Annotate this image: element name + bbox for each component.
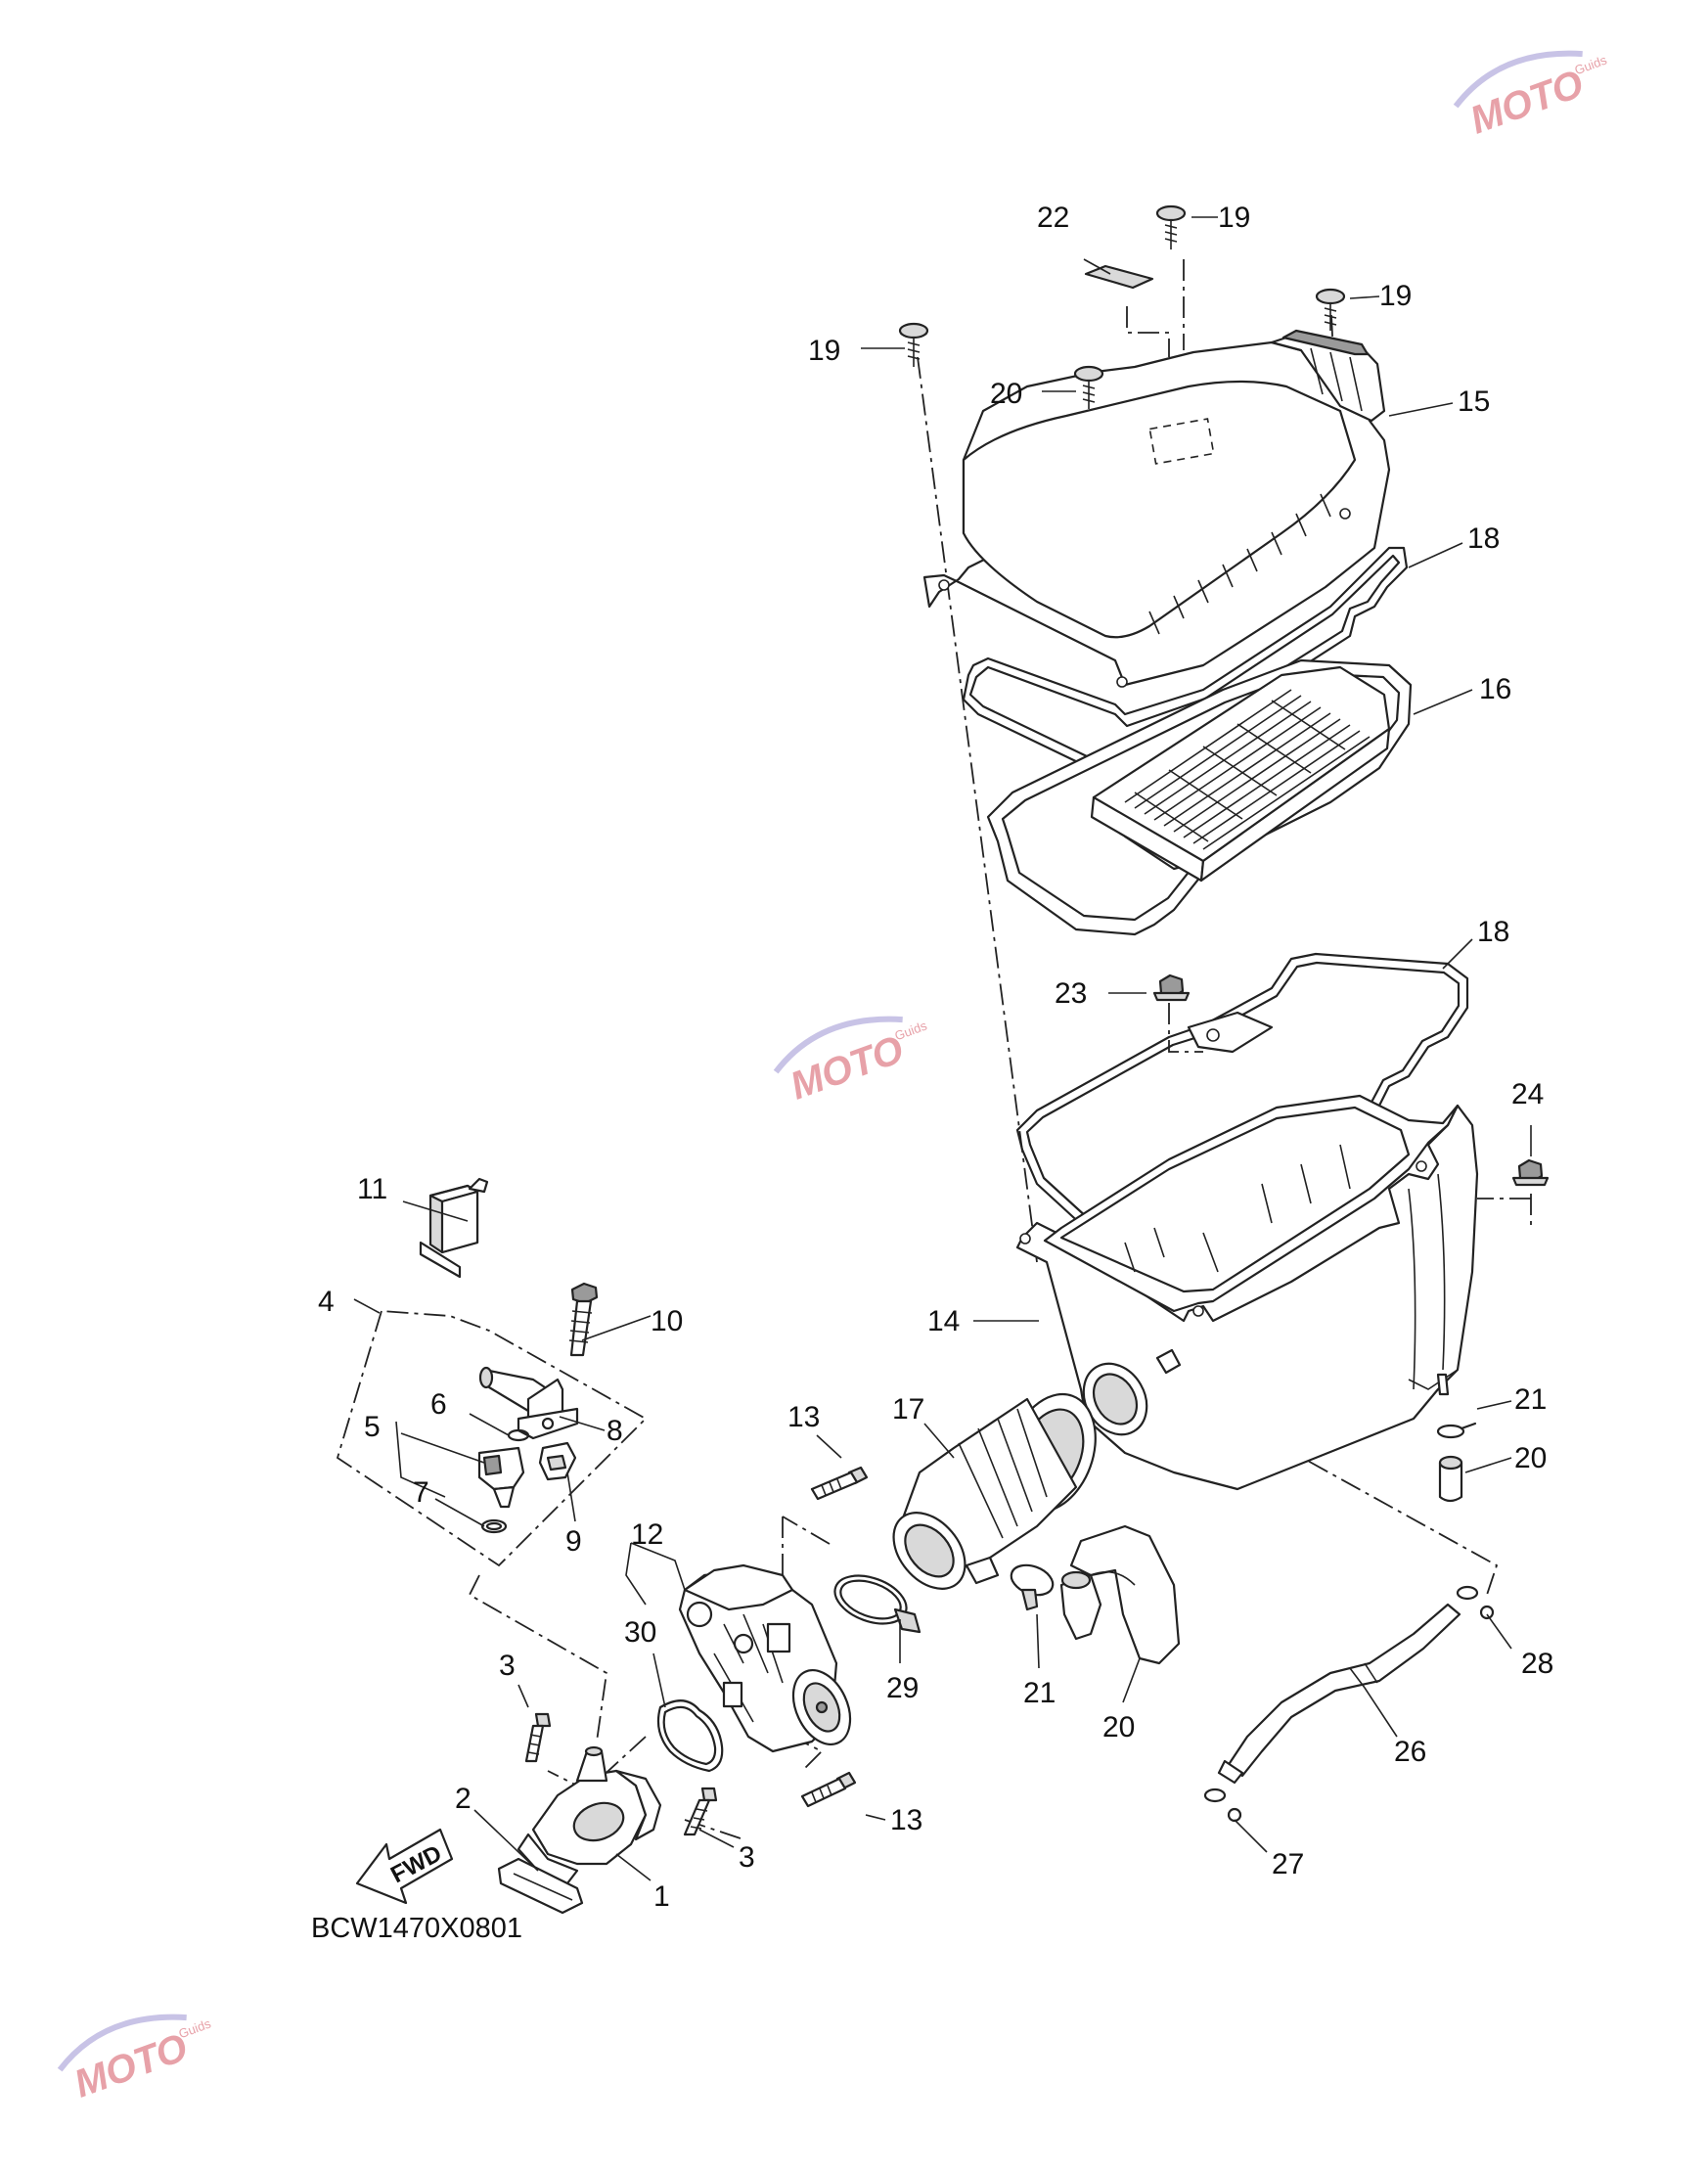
- callout-15: 15: [1458, 385, 1490, 418]
- callout-1: 1: [653, 1880, 670, 1913]
- callout-21: 21: [1514, 1383, 1547, 1416]
- callout-3: 3: [739, 1841, 755, 1874]
- callout-19: 20: [990, 378, 1022, 410]
- watermark-logo-top-right: MOTO Guids: [1453, 50, 1609, 143]
- drain-hose-26: [1217, 1603, 1461, 1785]
- callout-22: 20: [1102, 1711, 1135, 1743]
- forward-direction-arrow: FWD: [355, 1828, 454, 1905]
- callout-11: 11: [357, 1173, 387, 1205]
- callout-12: 12: [631, 1518, 663, 1551]
- callout-23: 21: [1023, 1677, 1056, 1709]
- callout-6: 6: [430, 1388, 447, 1421]
- screw-19-c: [1155, 204, 1187, 249]
- callout-29: 29: [886, 1672, 919, 1704]
- callout-19: 19: [1218, 202, 1250, 234]
- air-cleaner-cover: [922, 329, 1391, 688]
- watermark-logo-text: MOTO: [68, 2025, 193, 2105]
- callout-7: 7: [413, 1476, 429, 1509]
- hose-clip-27: [1203, 1788, 1242, 1823]
- screw-13-upper: [810, 1466, 869, 1501]
- air-box-case: [1015, 1094, 1479, 1491]
- callout-16: 16: [1479, 673, 1511, 705]
- o-ring-7: [480, 1518, 508, 1534]
- injector-assy-group-4: [336, 1310, 648, 1567]
- callout-26: 26: [1394, 1736, 1426, 1768]
- screw-13-lower: [800, 1771, 857, 1808]
- watermark-logo-text: MOTO: [1464, 62, 1589, 142]
- hose-clamp-23: [1010, 1563, 1055, 1611]
- callout-27: 27: [1272, 1848, 1304, 1880]
- callout-3: 3: [499, 1650, 516, 1682]
- callout-13: 13: [890, 1804, 922, 1836]
- watermark-logo-center: MOTO Guids: [773, 1016, 929, 1109]
- callout-24: 22: [1037, 202, 1069, 234]
- callout-13: 13: [787, 1401, 820, 1433]
- screw-3-upper: [524, 1712, 552, 1763]
- callout-9: 9: [565, 1525, 582, 1558]
- clamp-21: [1436, 1422, 1477, 1439]
- callout-8: 8: [607, 1415, 623, 1447]
- clip-9: [538, 1441, 577, 1481]
- callout-25: 24: [1511, 1078, 1544, 1110]
- callout-25: 23: [1055, 977, 1087, 1010]
- bolt-25-a: [1152, 973, 1191, 1002]
- callout-18: 18: [1477, 916, 1509, 948]
- callout-numbers: 19 22 19 19 20 15 18 16 18 23 24 14 21 2…: [318, 202, 1553, 1913]
- intake-joint-17: [892, 1392, 1097, 1590]
- callout-30: 30: [624, 1616, 656, 1649]
- screw-19-d: [1315, 288, 1346, 331]
- callout-28: 28: [1521, 1648, 1553, 1680]
- callout-20: 20: [1514, 1442, 1547, 1474]
- watermark-logo-text: MOTO: [785, 1027, 909, 1108]
- callout-17: 17: [892, 1393, 924, 1426]
- bolt-25-b: [1511, 1158, 1550, 1187]
- hose-clamp-29: [833, 1574, 921, 1634]
- callout-10: 10: [651, 1305, 683, 1337]
- callout-19: 19: [1379, 280, 1412, 312]
- callout-14: 14: [927, 1305, 960, 1337]
- caution-label-24: [1084, 264, 1154, 290]
- o-ring-6: [507, 1428, 530, 1442]
- watermark-logo-bottom-left: MOTO Guids: [57, 2014, 213, 2106]
- filter-pleats: [1124, 689, 1371, 850]
- throttle-body-joint-1: [517, 1745, 662, 1885]
- o-ring-30: [656, 1699, 724, 1773]
- air-filter-element: [986, 658, 1413, 936]
- fuel-delivery-pipe-8: [478, 1366, 579, 1440]
- screw-3-lower: [683, 1787, 718, 1836]
- screw-19-a: [898, 322, 929, 367]
- breather-hose-22: [1059, 1524, 1181, 1665]
- bolt-10: [568, 1282, 599, 1357]
- callout-2: 2: [455, 1783, 472, 1815]
- callout-4: 4: [318, 1286, 335, 1318]
- coupler-11: [419, 1177, 489, 1279]
- injector-5: [477, 1446, 525, 1509]
- callout-18: 18: [1467, 522, 1500, 555]
- callout-19: 19: [808, 335, 840, 367]
- diagram-code: BCW1470X0801: [311, 1913, 522, 1944]
- screw-19-b: [1073, 365, 1104, 409]
- hose-clip-28: [1456, 1585, 1495, 1620]
- gasket-2: [497, 1857, 584, 1915]
- drain-plug-20: [1438, 1455, 1463, 1503]
- throttle-body-12: [678, 1563, 852, 1753]
- callout-5: 5: [364, 1411, 381, 1443]
- callout-leader-lines: [353, 216, 1532, 1881]
